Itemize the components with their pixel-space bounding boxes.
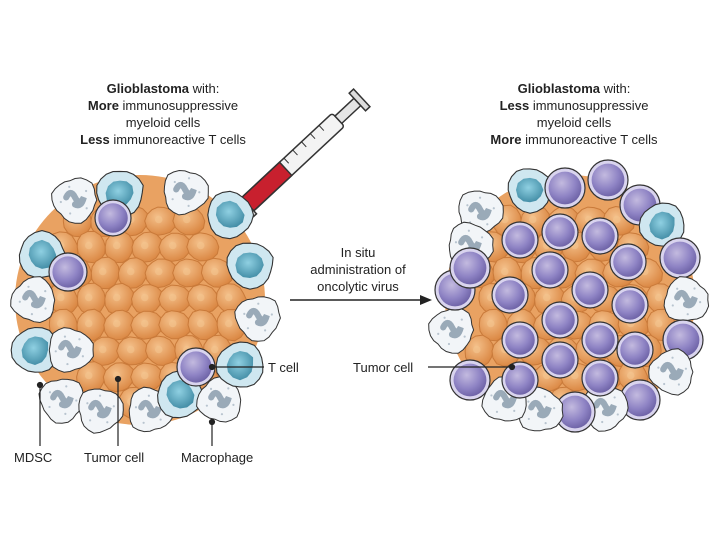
- macrophage-cell: [428, 307, 475, 354]
- left-tumor-cluster: [10, 169, 281, 434]
- t-cell: [501, 321, 539, 359]
- t-cell: [609, 243, 647, 281]
- tumor-cell: [464, 334, 494, 368]
- tumor-cell: [144, 258, 177, 289]
- left-heading: Glioblastoma with: More immunosuppressiv…: [33, 80, 293, 148]
- t-cell: [176, 347, 216, 387]
- tumor-cell: [144, 206, 178, 236]
- label-leaders: [36, 363, 516, 446]
- tumor-cell: [158, 284, 192, 314]
- macrophage-cell: [648, 348, 694, 396]
- arrow-caption-line-1: In situ: [340, 245, 376, 260]
- t-cell: [541, 301, 579, 339]
- tumor-cell: [103, 309, 135, 341]
- syringe-icon: [233, 88, 371, 221]
- t-cell: [554, 391, 596, 433]
- macrophage-cell: [234, 296, 281, 342]
- right-heading-line-3: myeloid cells: [536, 115, 612, 130]
- t-cell: [501, 221, 539, 259]
- mdsc-cell: [207, 190, 255, 240]
- tumor-cell-left-label: Tumor cell: [84, 450, 145, 465]
- t-cell: [491, 276, 529, 314]
- t-cell: [531, 251, 569, 289]
- arrow-caption-line-3: oncolytic virus: [317, 279, 399, 294]
- macrophage-cell: [51, 177, 98, 224]
- t-cell: [501, 361, 539, 399]
- left-heading-qualifier-2: Less: [80, 132, 110, 147]
- right-heading-line-4: immunoreactive T cells: [521, 132, 658, 147]
- treatment-arrow: [290, 295, 432, 305]
- mdsc-cell: [215, 341, 264, 388]
- macrophage-leader-dot: [208, 418, 216, 426]
- t-cell: [616, 331, 654, 369]
- tumor-cell: [186, 283, 220, 314]
- tumor-cell: [478, 308, 508, 342]
- t-cell: [48, 252, 88, 292]
- t-cell: [581, 217, 619, 255]
- left-heading-title-rest: with:: [189, 81, 220, 96]
- tumor-cell-left-leader-dot: [114, 375, 122, 383]
- tumor-cell: [130, 362, 164, 392]
- tumor-cell: [104, 230, 134, 264]
- right-tumor-cluster: [428, 159, 710, 433]
- t-cell: [587, 159, 629, 201]
- arrow-caption-line-2: administration of: [310, 262, 406, 277]
- macrophage-cell: [38, 378, 86, 424]
- right-heading-qualifier-2: More: [490, 132, 522, 147]
- macrophage-cell: [10, 276, 56, 324]
- arrow-caption: In situ administration of oncolytic viru…: [283, 244, 433, 295]
- left-heading-title: Glioblastoma: [106, 81, 189, 96]
- t-cell: [544, 167, 586, 209]
- t-cell: [94, 199, 132, 237]
- left-heading-line-2: immunosuppressive: [118, 98, 239, 113]
- tumor-cell-right-leader-dot: [508, 363, 516, 371]
- macrophage-cell: [78, 388, 124, 434]
- macrophage-cell: [163, 169, 209, 216]
- tumor-cell: [76, 308, 106, 341]
- right-heading-line-2: immunosuppressive: [529, 98, 649, 113]
- tumor-cell: [76, 282, 106, 316]
- macrophage-label: Macrophage: [181, 450, 254, 465]
- tumor-cell: [116, 336, 150, 366]
- tumor-cell: [158, 232, 191, 262]
- mdsc-cell: [507, 168, 553, 214]
- t-cell: [449, 247, 491, 289]
- t-cell: [449, 359, 491, 401]
- tumor-cell-right-label: Tumor cell: [353, 360, 414, 375]
- t-cell: [581, 321, 619, 359]
- t-cell: [541, 341, 579, 379]
- mdsc-leader-dot: [36, 381, 44, 389]
- tumor-cell: [88, 336, 121, 367]
- mdsc-cell: [10, 326, 59, 373]
- t-cell: [581, 359, 619, 397]
- mdsc-cell: [226, 242, 274, 290]
- macrophage-cell: [48, 327, 94, 373]
- tumor-cell: [130, 310, 164, 340]
- right-heading-title-rest: with:: [600, 81, 631, 96]
- t-cell: [611, 286, 649, 324]
- tumor-cell: [130, 284, 163, 315]
- tumor-cell: [117, 257, 148, 289]
- macrophage-cell: [663, 276, 710, 322]
- tumor-cell: [131, 231, 163, 263]
- t-cell: [571, 271, 609, 309]
- right-heading-title: Glioblastoma: [517, 81, 600, 96]
- t-cell-label: T cell: [268, 360, 299, 375]
- tumor-cell: [172, 258, 206, 288]
- right-heading-qualifier-1: Less: [499, 98, 530, 113]
- left-heading-qualifier-1: More: [87, 98, 119, 113]
- macrophage-cell: [582, 386, 629, 432]
- t-cell: [659, 237, 701, 279]
- t-cell-leader-dot: [208, 363, 216, 371]
- right-heading: Glioblastoma with: Less immunosuppressiv…: [444, 80, 704, 148]
- t-cell: [619, 379, 661, 421]
- t-cell: [541, 213, 579, 251]
- left-heading-line-3: myeloid cells: [125, 115, 201, 130]
- mdsc-label: MDSC: [14, 450, 53, 465]
- left-heading-line-4: immunoreactive T cells: [109, 132, 246, 147]
